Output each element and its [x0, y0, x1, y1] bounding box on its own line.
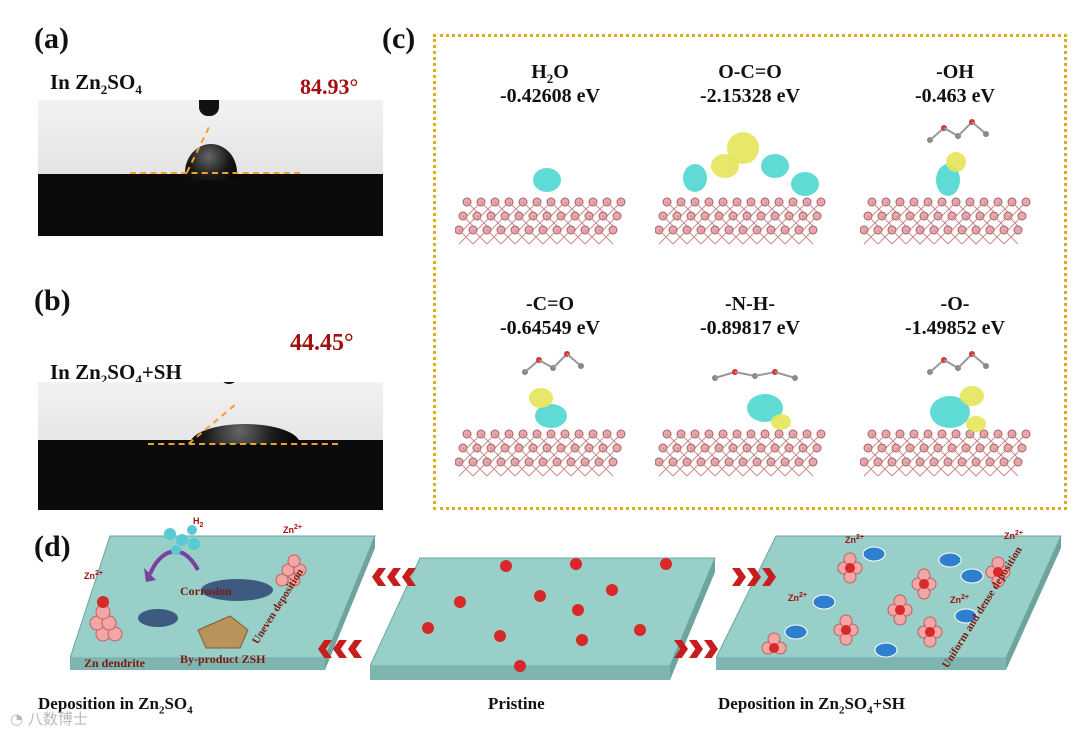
- panel-c-letter: (c): [382, 22, 416, 55]
- adsorption-group-name: -C=O: [525, 293, 575, 315]
- zn-dendrite-label: Zn dendrite: [84, 656, 146, 670]
- zn-ion-label: Zn2+: [788, 592, 807, 603]
- left-caption: Deposition in Zn2SO4: [38, 694, 193, 717]
- left-arrow-icon: [372, 568, 416, 586]
- panel-a-contact-angle: 84.93°: [300, 74, 359, 99]
- adsorption-energy: -0.463 eV: [915, 85, 995, 107]
- adsorption-energy: -0.89817 eV: [700, 317, 800, 339]
- adsorption-group-name: H2O: [531, 61, 569, 86]
- zn-slab-model: [860, 351, 1031, 477]
- corrosion-label: Corrosion: [180, 584, 232, 598]
- right-caption: Deposition in Zn2SO4+SH: [718, 694, 905, 717]
- zn-slab-model: [455, 351, 626, 477]
- adsorption-cell: -OH-0.463 eV: [860, 60, 1050, 260]
- byproduct-label: By-product ZSH: [180, 652, 266, 666]
- panel-a-letter: (a): [34, 22, 69, 55]
- panel-b-contact-angle: 44.45°: [290, 330, 354, 356]
- zn-ion-label: Zn2+: [283, 524, 302, 535]
- zn-slab-model: [860, 119, 1031, 245]
- sh-ions: [784, 546, 984, 658]
- adsorption-cell: H2O-0.42608 eV: [455, 60, 645, 260]
- adsorption-energy: -2.15328 eV: [700, 85, 800, 107]
- right-zinc-slab: [716, 535, 1062, 670]
- adsorption-energy: -0.42608 eV: [500, 85, 600, 107]
- syringe-needle-icon: [199, 100, 219, 116]
- left-arrow-icon: [318, 640, 362, 658]
- uneven-deposit-icon: [275, 554, 307, 587]
- uniform-deposits: [761, 552, 1011, 655]
- zn-ion-label: Zn2+: [84, 570, 103, 581]
- panel-b-label: In Zn2SO4+SH: [50, 360, 182, 388]
- syringe-needle-icon: [220, 382, 238, 384]
- pristine-zinc-slab: [370, 557, 716, 680]
- zn-atoms: [422, 558, 672, 672]
- corrosion-pit: [201, 579, 273, 601]
- adsorption-group-name: -OH: [936, 61, 974, 83]
- droplet-icon: [190, 424, 300, 444]
- panel-b-droplet-photo: [38, 382, 383, 510]
- zn-dendrite-icon: [89, 596, 123, 642]
- right-arrow-icon: [674, 640, 718, 658]
- zn-slab-model: [455, 168, 626, 245]
- panel-d-letter: (d): [34, 530, 71, 563]
- zn-slab-model: [655, 132, 826, 245]
- adsorption-cell: O-C=O-2.15328 eV: [655, 60, 845, 260]
- adsorption-energy: -0.64549 eV: [500, 317, 600, 339]
- h2-bubbles-icon: [160, 522, 210, 561]
- adsorption-cell: -N-H--0.89817 eV: [655, 292, 845, 492]
- adsorption-group-name: O-C=O: [718, 61, 782, 83]
- adsorption-cell: -O--1.49852 eV: [860, 292, 1050, 492]
- adsorption-group-name: -N-H-: [725, 293, 775, 315]
- center-caption: Pristine: [488, 694, 545, 713]
- panel-b-letter: (b): [34, 284, 71, 317]
- adsorption-energy: -1.49852 eV: [905, 317, 1005, 339]
- adsorption-cell: -C=O-0.64549 eV: [455, 292, 645, 492]
- zn-ion-label: Zn2+: [1004, 530, 1023, 541]
- byproduct-zsh-icon: [197, 615, 249, 649]
- zn-ion-label: Zn2+: [845, 534, 864, 545]
- zn-slab-model: [655, 369, 826, 477]
- left-zinc-slab: [70, 535, 376, 670]
- panel-c-frame: [433, 34, 1067, 510]
- right-arrow-icon: [732, 568, 776, 586]
- adsorption-group-name: -O-: [940, 293, 970, 315]
- panel-a-droplet-photo: [38, 100, 383, 236]
- corrosion-pit: [138, 609, 178, 627]
- panel-a-label: In Zn2SO4: [50, 70, 142, 98]
- h2-label: H2: [193, 516, 204, 529]
- watermark: ◔ 八数博士: [10, 710, 88, 728]
- zn-ion-label: Zn2+: [950, 594, 969, 605]
